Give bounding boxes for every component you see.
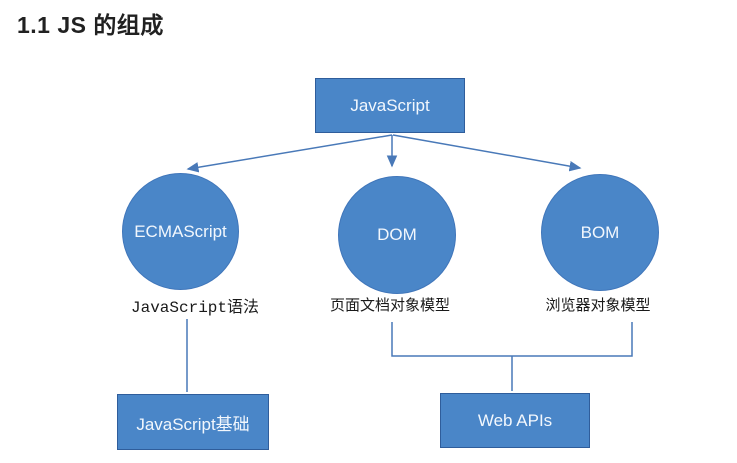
caption-bom: 浏览器对象模型 <box>545 297 651 314</box>
caption-ecmascript: JavaScript语法 <box>130 299 260 317</box>
node-dom: DOM <box>338 176 456 294</box>
node-web-apis-label: Web APIs <box>477 410 553 430</box>
edge-root-to-ecmascript-arrow <box>186 134 393 173</box>
node-javascript-basic: JavaScript基础 <box>117 394 269 450</box>
bracket-dom-bom <box>391 322 633 357</box>
node-javascript: JavaScript <box>315 78 465 133</box>
page-title: 1.1 JS 的组成 <box>17 12 164 38</box>
caption-dom: 页面文档对象模型 <box>329 297 450 314</box>
node-web-apis: Web APIs <box>440 393 590 448</box>
node-ecmascript: ECMAScript <box>122 173 239 290</box>
node-bom-label: BOM <box>580 222 620 242</box>
edge-root-to-bom-arrow <box>392 134 582 172</box>
node-bom: BOM <box>541 174 659 291</box>
node-javascript-label: JavaScript <box>350 95 430 115</box>
node-javascript-basic-label: JavaScript基础 <box>136 414 250 434</box>
node-ecmascript-label: ECMAScript <box>134 221 227 241</box>
node-dom-label: DOM <box>377 225 417 244</box>
